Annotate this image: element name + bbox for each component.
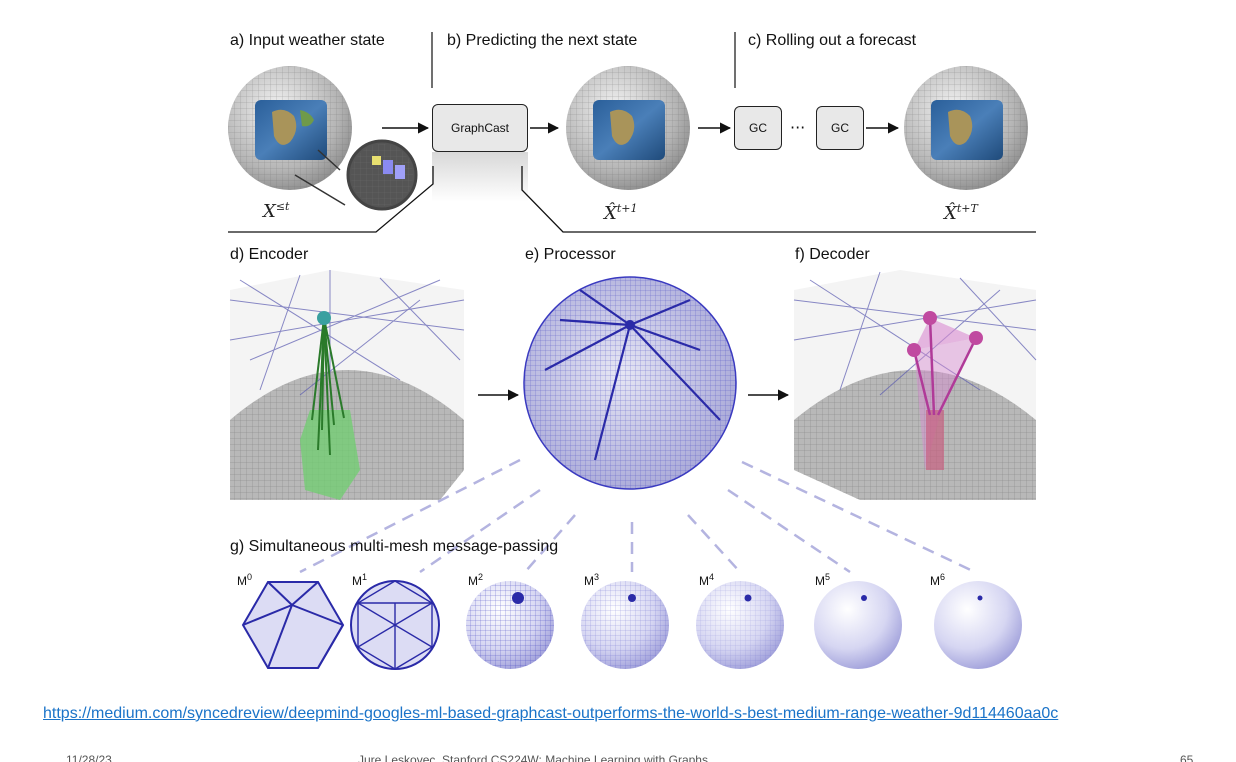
mesh-m4-illustration — [696, 581, 784, 669]
source-link[interactable]: https://medium.com/syncedreview/deepmind… — [43, 704, 1163, 724]
panel-e-label: e) Processor — [525, 246, 616, 264]
input-state-symbol: X≤t — [263, 200, 289, 222]
mesh-m6-illustration — [934, 581, 1022, 669]
decoder-illustration — [794, 270, 1036, 500]
forecast-globe — [904, 66, 1028, 190]
mesh-label-m3: M3 — [584, 572, 599, 588]
gc-box-2: GC — [816, 106, 864, 150]
mesh-label-m6: M6 — [930, 572, 945, 588]
mesh-m5-illustration — [814, 581, 902, 669]
panel-g-label: g) Simultaneous multi-mesh message-passi… — [230, 538, 558, 556]
mesh-m0-illustration — [243, 582, 343, 668]
mesh-label-m5: M5 — [815, 572, 830, 588]
footer-course: Jure Leskovec, Stanford CS224W: Machine … — [358, 754, 708, 762]
mesh-m1-illustration — [351, 581, 439, 669]
graphcast-box: GraphCast — [432, 104, 528, 152]
mesh-label-m2: M2 — [468, 572, 483, 588]
panel-a-label: a) Input weather state — [230, 32, 385, 50]
gc-box-1: GC — [734, 106, 782, 150]
slide-footer: 11/28/23 Jure Leskovec, Stanford CS224W:… — [0, 754, 1236, 762]
panel-d-label: d) Encoder — [230, 246, 308, 264]
encoder-illustration — [230, 270, 464, 500]
graphcast-diagram: ··· — [0, 0, 1236, 700]
panel-b-label: b) Predicting the next state — [447, 32, 637, 50]
footer-page-number: 65 — [1180, 754, 1193, 762]
next-state-symbol: X̂t+1 — [604, 202, 637, 224]
footer-date: 11/28/23 — [66, 754, 112, 762]
mesh-m2-illustration — [466, 581, 554, 669]
mesh-m3-illustration — [581, 581, 669, 669]
mesh-label-m4: M4 — [699, 572, 714, 588]
svg-text:···: ··· — [790, 118, 805, 137]
panel-c-label: c) Rolling out a forecast — [748, 32, 916, 50]
next-state-globe — [566, 66, 690, 190]
mesh-label-m1: M1 — [352, 572, 367, 588]
input-globe — [228, 66, 352, 190]
mesh-label-m0: M0 — [237, 572, 252, 588]
processor-illustration — [524, 277, 736, 489]
forecast-symbol: X̂t+T — [944, 202, 978, 224]
panel-f-label: f) Decoder — [795, 246, 870, 264]
